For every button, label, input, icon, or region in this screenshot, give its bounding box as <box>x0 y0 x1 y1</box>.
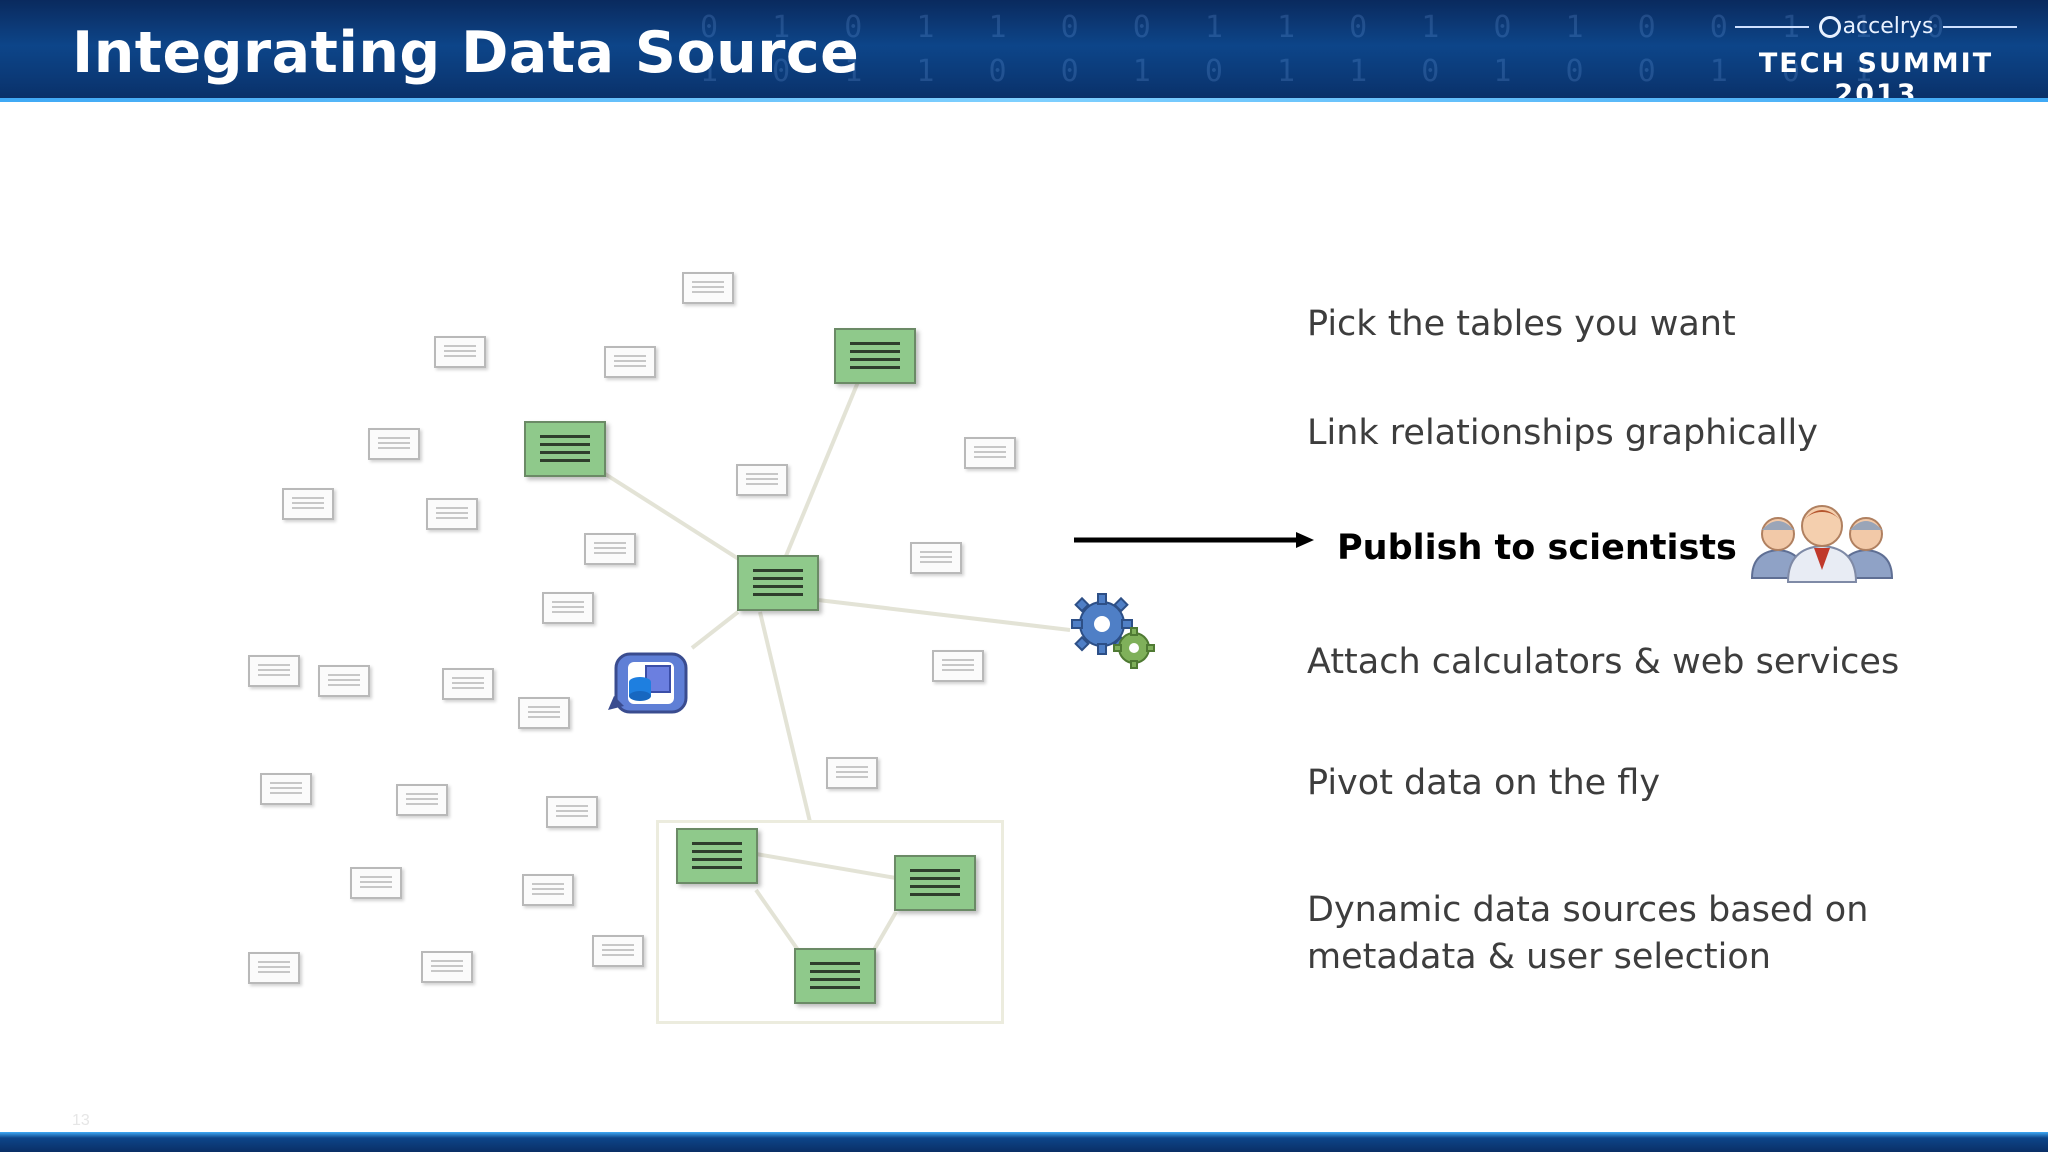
bullet-pick-tables: Pick the tables you want <box>1307 304 1736 344</box>
unselected-table[interactable] <box>318 665 370 697</box>
arrow-right-icon <box>1074 532 1314 548</box>
unselected-table[interactable] <box>368 428 420 460</box>
bullet-attach-calculators: Attach calculators & web services <box>1307 642 1900 682</box>
bullet-publish-highlighted: Publish to scientists <box>1337 528 1737 568</box>
unselected-table[interactable] <box>248 655 300 687</box>
unselected-table[interactable] <box>282 488 334 520</box>
database-sync-icon <box>608 652 688 714</box>
unselected-table[interactable] <box>542 592 594 624</box>
page-title: Integrating Data Source <box>72 20 860 86</box>
unselected-table[interactable] <box>396 784 448 816</box>
people-group-icon <box>1750 505 1894 583</box>
brand-logo: accelrys TECH SUMMIT 2013 <box>1726 14 2026 102</box>
bullet-link-relationships: Link relationships graphically <box>1307 413 1818 453</box>
unselected-table[interactable] <box>421 951 473 983</box>
unselected-table[interactable] <box>604 346 656 378</box>
unselected-table[interactable] <box>442 668 494 700</box>
unselected-table[interactable] <box>260 773 312 805</box>
unselected-table[interactable] <box>592 935 644 967</box>
linked-data-source-group <box>656 820 1004 1024</box>
event-name: TECH SUMMIT 2013 <box>1758 48 1994 102</box>
unselected-table[interactable] <box>248 952 300 984</box>
bullet-dynamic-sources-line1: Dynamic data sources based on <box>1307 890 1869 930</box>
unselected-table[interactable] <box>426 498 478 530</box>
selected-table[interactable] <box>794 948 876 1004</box>
unselected-table[interactable] <box>350 867 402 899</box>
unselected-table[interactable] <box>910 542 962 574</box>
unselected-table[interactable] <box>546 796 598 828</box>
footer-bar <box>0 1132 2048 1152</box>
company-logo: accelrys <box>1726 14 2026 39</box>
selected-table[interactable] <box>676 828 758 884</box>
selected-table[interactable] <box>894 855 976 911</box>
selected-table-central[interactable] <box>737 555 819 611</box>
unselected-table[interactable] <box>932 650 984 682</box>
unselected-table[interactable] <box>434 336 486 368</box>
unselected-table[interactable] <box>518 697 570 729</box>
company-name: accelrys <box>1842 14 1934 39</box>
selected-table[interactable] <box>524 421 606 477</box>
bullet-pivot-data: Pivot data on the fly <box>1307 763 1661 803</box>
bullet-dynamic-sources-line2: metadata & user selection <box>1307 937 1771 977</box>
unselected-table[interactable] <box>682 272 734 304</box>
unselected-table[interactable] <box>826 757 878 789</box>
swirl-logo-icon <box>1818 16 1841 38</box>
gears-icon <box>1071 593 1155 669</box>
unselected-table[interactable] <box>584 533 636 565</box>
unselected-table[interactable] <box>522 874 574 906</box>
slide-number: 13 <box>72 1112 90 1129</box>
selected-table[interactable] <box>834 328 916 384</box>
unselected-table[interactable] <box>736 464 788 496</box>
header-divider <box>0 98 2048 102</box>
unselected-table[interactable] <box>964 437 1016 469</box>
